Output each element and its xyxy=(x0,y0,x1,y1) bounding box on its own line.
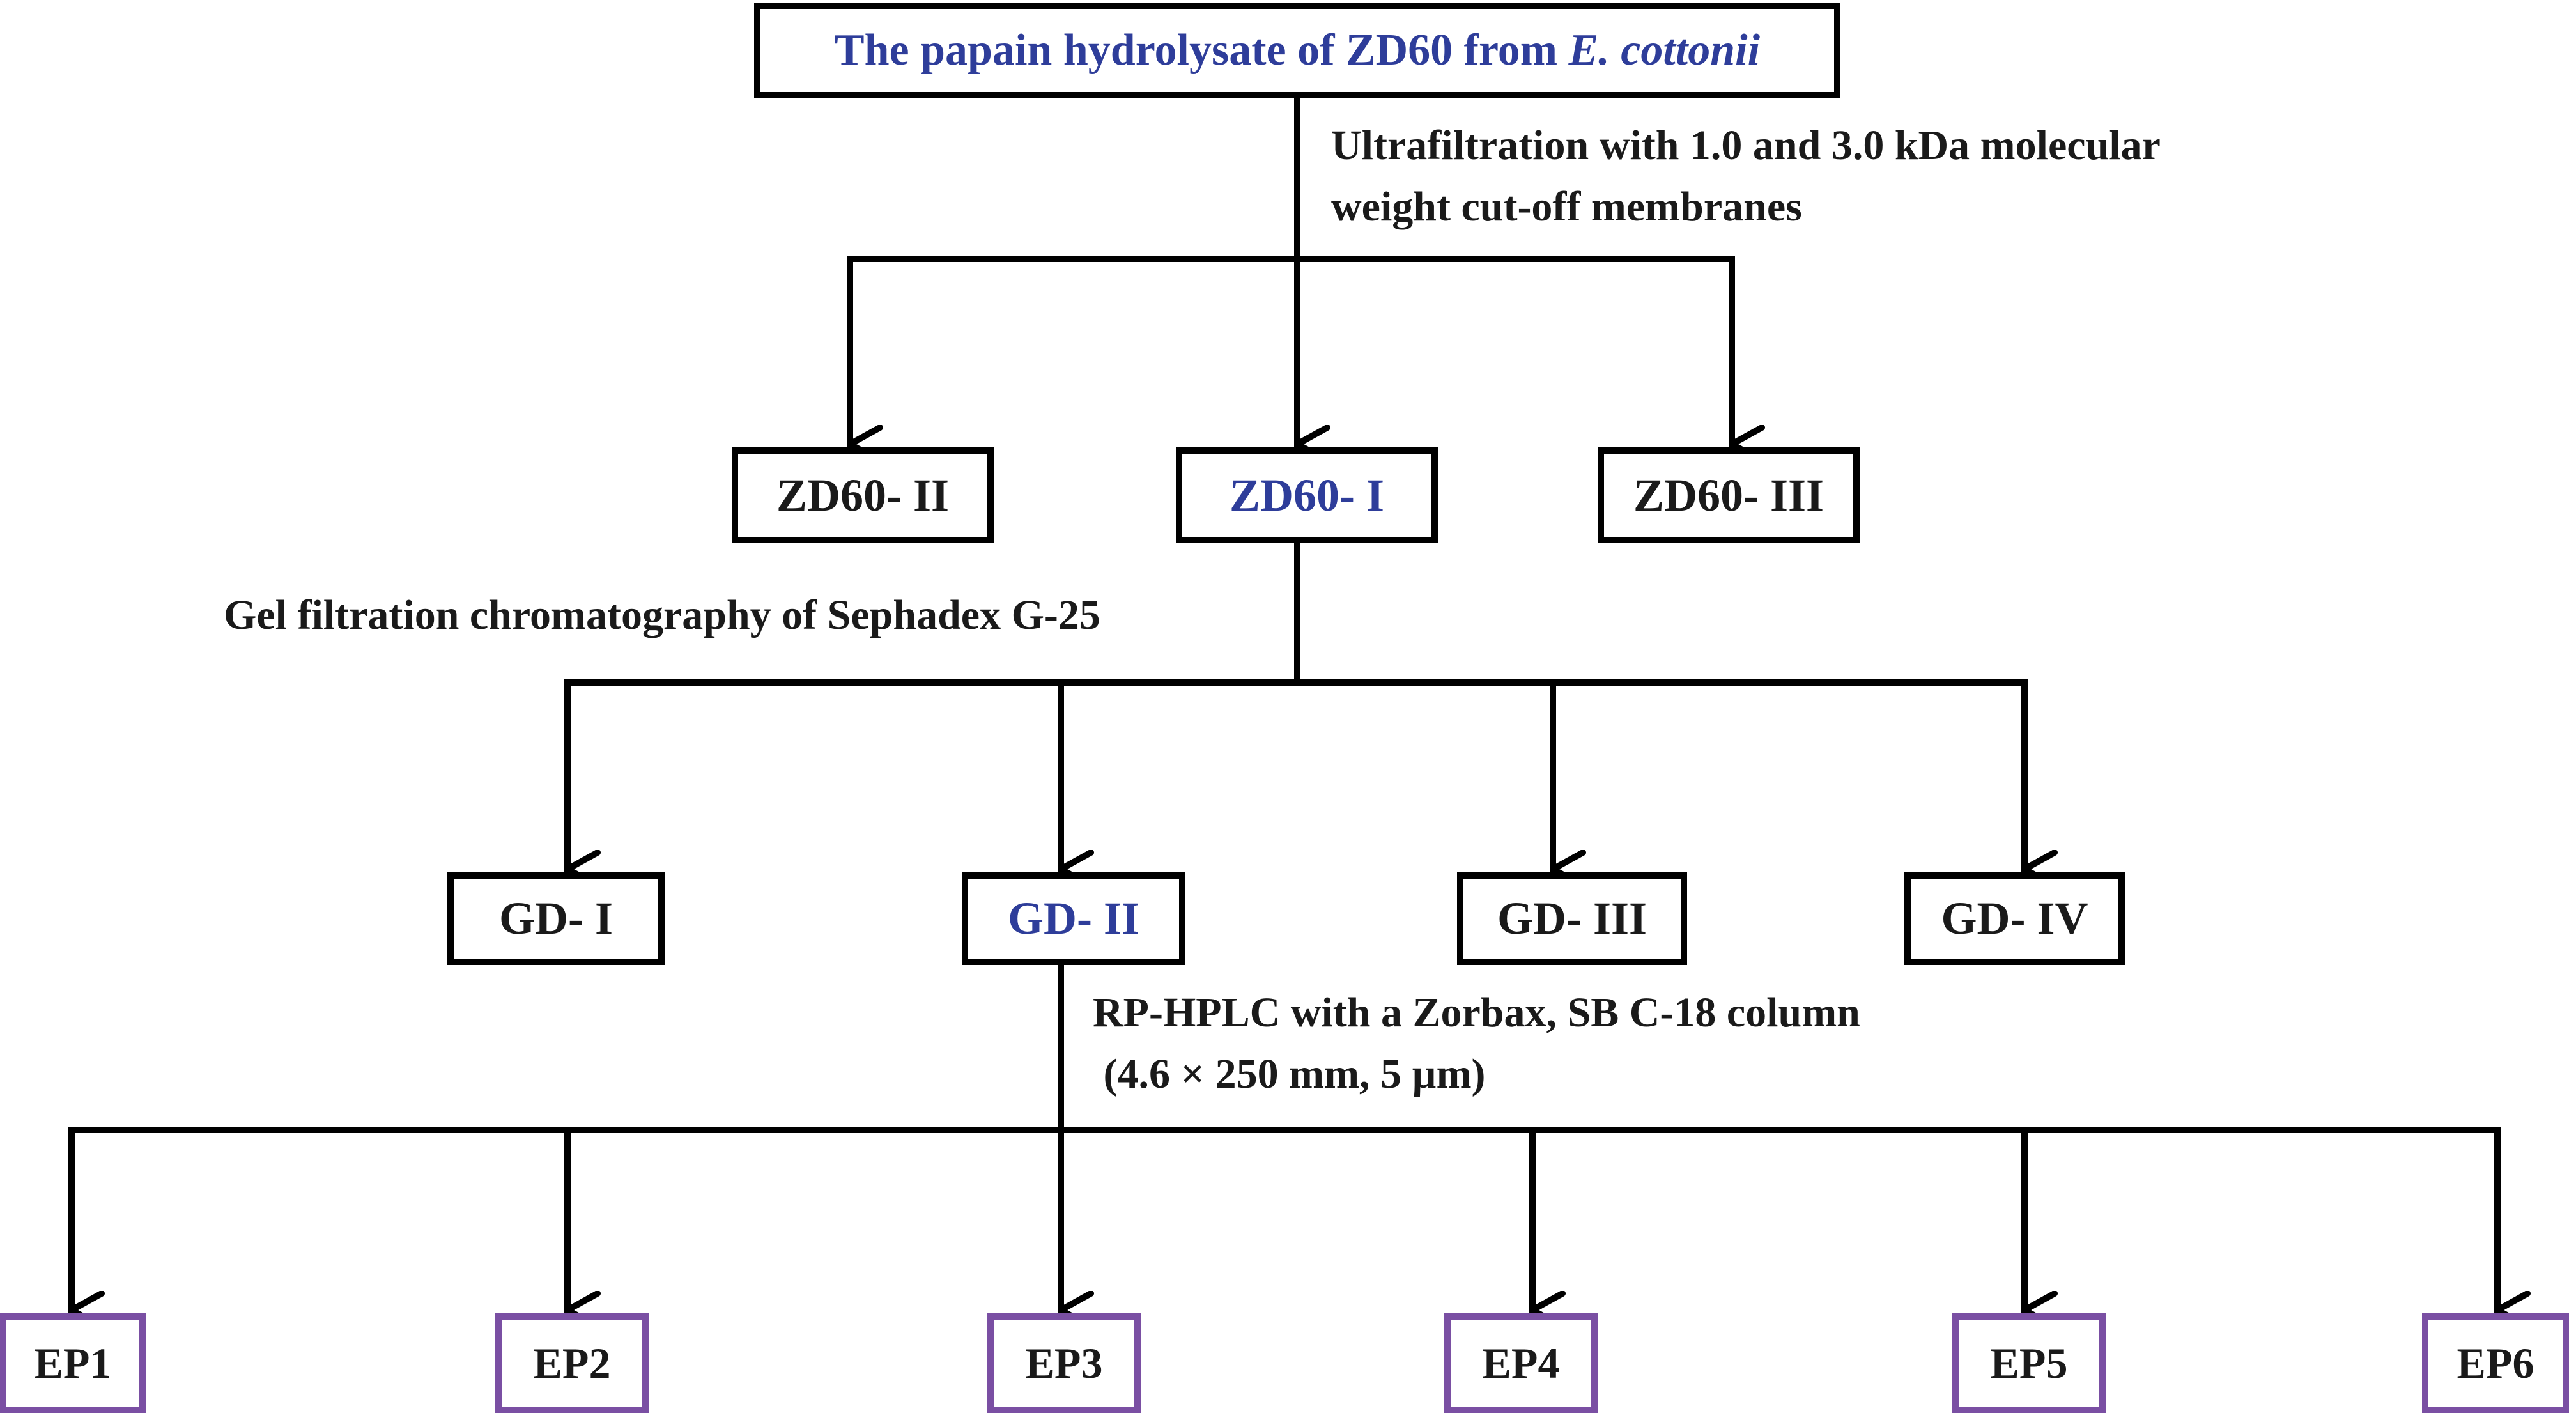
fraction-node-zd60-i: ZD60- I xyxy=(1176,447,1438,543)
fraction-node-gd-ii: GD- II xyxy=(962,872,1185,965)
fraction-label: GD- IV xyxy=(1941,893,2088,944)
step-rp-hplc-line1: RP-HPLC with a Zorbax, SB C-18 column xyxy=(1093,989,1860,1036)
fraction-label: ZD60- I xyxy=(1229,469,1384,521)
species-name: E. cottonii xyxy=(1568,26,1761,75)
fraction-label: EP1 xyxy=(34,1338,112,1387)
fraction-label: ZD60- II xyxy=(776,469,950,521)
fraction-node-gd-iii: GD- III xyxy=(1457,872,1687,965)
step-gel-filtration: Gel filtration chromatography of Sephade… xyxy=(224,585,1100,646)
step-ultrafiltration-line1: Ultrafiltration with 1.0 and 3.0 kDa mol… xyxy=(1331,122,2161,169)
fraction-node-ep2: EP2 xyxy=(495,1313,649,1413)
fraction-node-zd60-ii: ZD60- II xyxy=(732,447,994,543)
fraction-node-gd-i: GD- I xyxy=(447,872,665,965)
step-ultrafiltration: Ultrafiltration with 1.0 and 3.0 kDa mol… xyxy=(1331,115,2161,238)
fraction-node-ep5: EP5 xyxy=(1952,1313,2106,1413)
step-rp-hplc: RP-HPLC with a Zorbax, SB C-18 column (4… xyxy=(1093,982,1860,1105)
fraction-label: GD- II xyxy=(1007,893,1139,944)
fraction-label: ZD60- III xyxy=(1633,469,1824,521)
fraction-node-gd-iv: GD- IV xyxy=(1904,872,2125,965)
fraction-node-ep3: EP3 xyxy=(987,1313,1141,1413)
fraction-label: EP2 xyxy=(533,1338,611,1387)
fraction-label: GD- I xyxy=(499,893,613,944)
step-gel-filtration-line1: Gel filtration chromatography of Sephade… xyxy=(224,592,1100,638)
fraction-node-ep4: EP4 xyxy=(1444,1313,1598,1413)
root-node-papain-hydrolysate: The papain hydrolysate of ZD60 from E. c… xyxy=(754,3,1840,98)
step-rp-hplc-line2: (4.6 × 250 mm, 5 µm) xyxy=(1093,1051,1486,1097)
fraction-node-zd60-iii: ZD60- III xyxy=(1598,447,1860,543)
step-ultrafiltration-line2: weight cut-off membranes xyxy=(1331,183,1802,230)
fraction-label: EP4 xyxy=(1482,1338,1560,1387)
fraction-node-ep6: EP6 xyxy=(2422,1313,2569,1413)
fraction-node-ep1: EP1 xyxy=(0,1313,146,1413)
fraction-label: EP6 xyxy=(2456,1338,2534,1387)
fraction-label: EP3 xyxy=(1025,1338,1103,1387)
fraction-label: GD- III xyxy=(1497,893,1647,944)
fraction-label: EP5 xyxy=(1990,1338,2068,1387)
root-node-label: The papain hydrolysate of ZD60 from E. c… xyxy=(834,26,1761,75)
